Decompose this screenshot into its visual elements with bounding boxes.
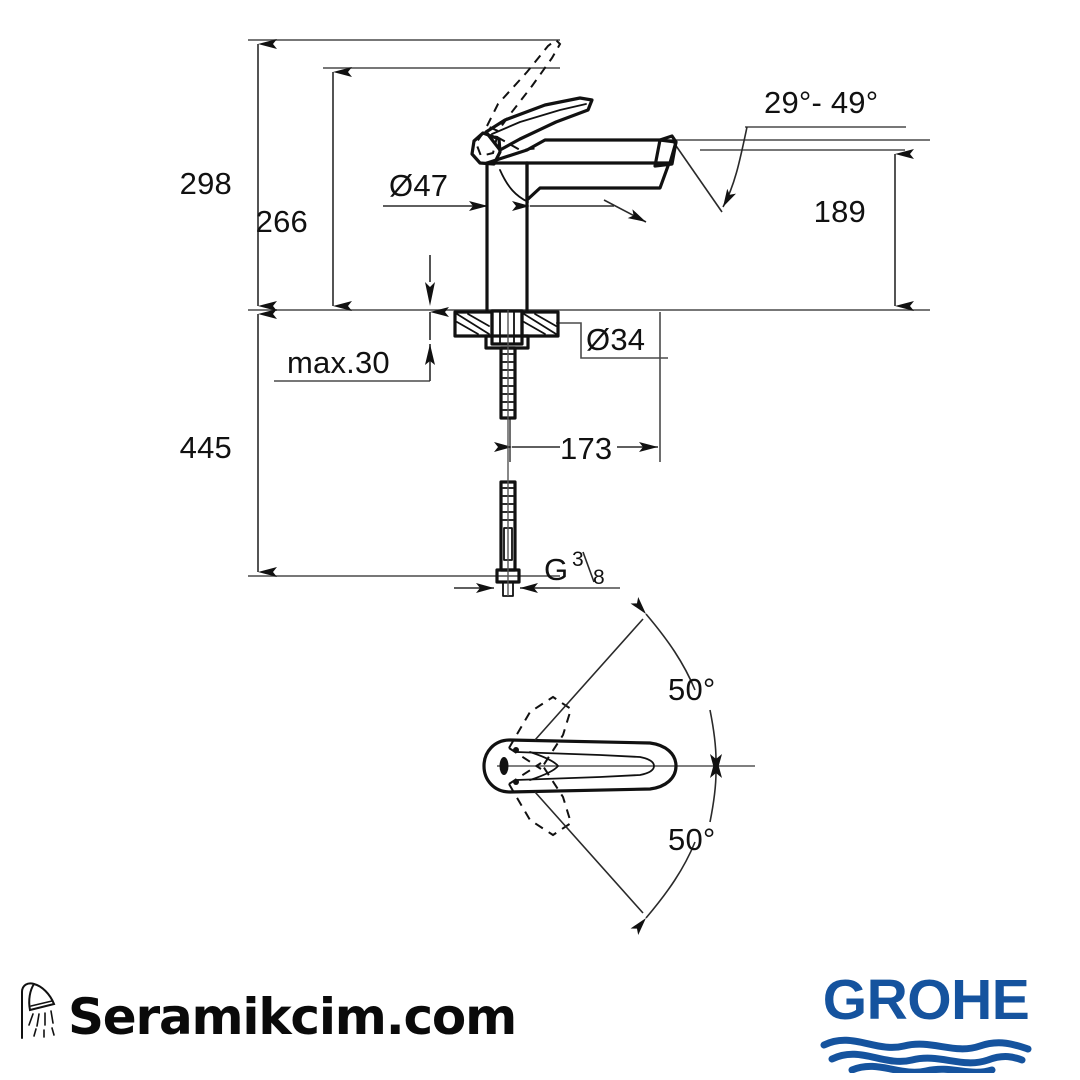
dimension-lever-angle: 29°- 49° [603,85,906,223]
swivel-angle-rays [534,618,644,914]
callout-thread-numerator: 3 [572,548,584,571]
grohe-wordmark: GROHE [822,968,1030,1032]
dimension-swivel-down-label: 50° [668,822,715,857]
dimension-shank-diameter-label: Ø34 [586,322,645,357]
manufacturer-logo[interactable]: GROHE [808,968,1044,1073]
dimension-spout-height-label: 189 [814,194,866,229]
spout-rotated-down-outline [508,762,573,837]
spout-rotated-up-outline [508,695,573,770]
dimension-shank-diameter: Ø34 [556,322,668,359]
dimension-body-height: 266 [256,67,352,311]
dimension-total-with-hoses-label: 445 [180,430,232,465]
dimension-total-height-label: 298 [180,166,232,201]
dimension-body-diameter: Ø47 [383,168,614,211]
dimension-swivel-down: 50° [630,756,722,935]
dimension-lever-angle-label: 29°- 49° [764,85,878,120]
callout-thread-prefix: G [544,552,568,587]
shower-icon [14,978,72,1040]
lever-arm [484,96,594,152]
dimension-spout-height: 189 [814,149,914,311]
dimension-spout-reach: 173 [494,312,661,466]
extension-lines [248,39,930,577]
dimension-max-deck-thickness-label: max.30 [287,345,390,380]
connection-tube-lower [495,480,521,597]
callout-connection-thread: G 3 8 [454,548,620,593]
dimension-spout-reach-label: 173 [560,431,612,466]
faucet-body [485,161,529,312]
faucet-spout [485,134,678,203]
dimension-body-diameter-label: Ø47 [389,168,448,203]
spout-top-outline [482,738,678,794]
retailer-name: Seramikcim.com [68,988,517,1046]
dimension-total-with-hoses: 445 [180,309,277,577]
faucet-top-view: 50° 50° [482,597,755,935]
retailer-logo[interactable]: Seramikcim.com [14,978,517,1046]
callout-thread-denominator: 8 [593,566,605,589]
dimension-max-deck-thickness: max.30 [274,255,449,382]
dimension-body-height-label: 266 [256,204,308,239]
dimension-total-height: 298 [180,39,277,311]
faucet-side-view [453,38,678,597]
grohe-wave-mark [820,1036,1032,1073]
dimension-swivel-up-label: 50° [668,672,715,707]
dimension-swivel-up: 50° [630,597,722,776]
mounting-assembly [453,309,560,350]
